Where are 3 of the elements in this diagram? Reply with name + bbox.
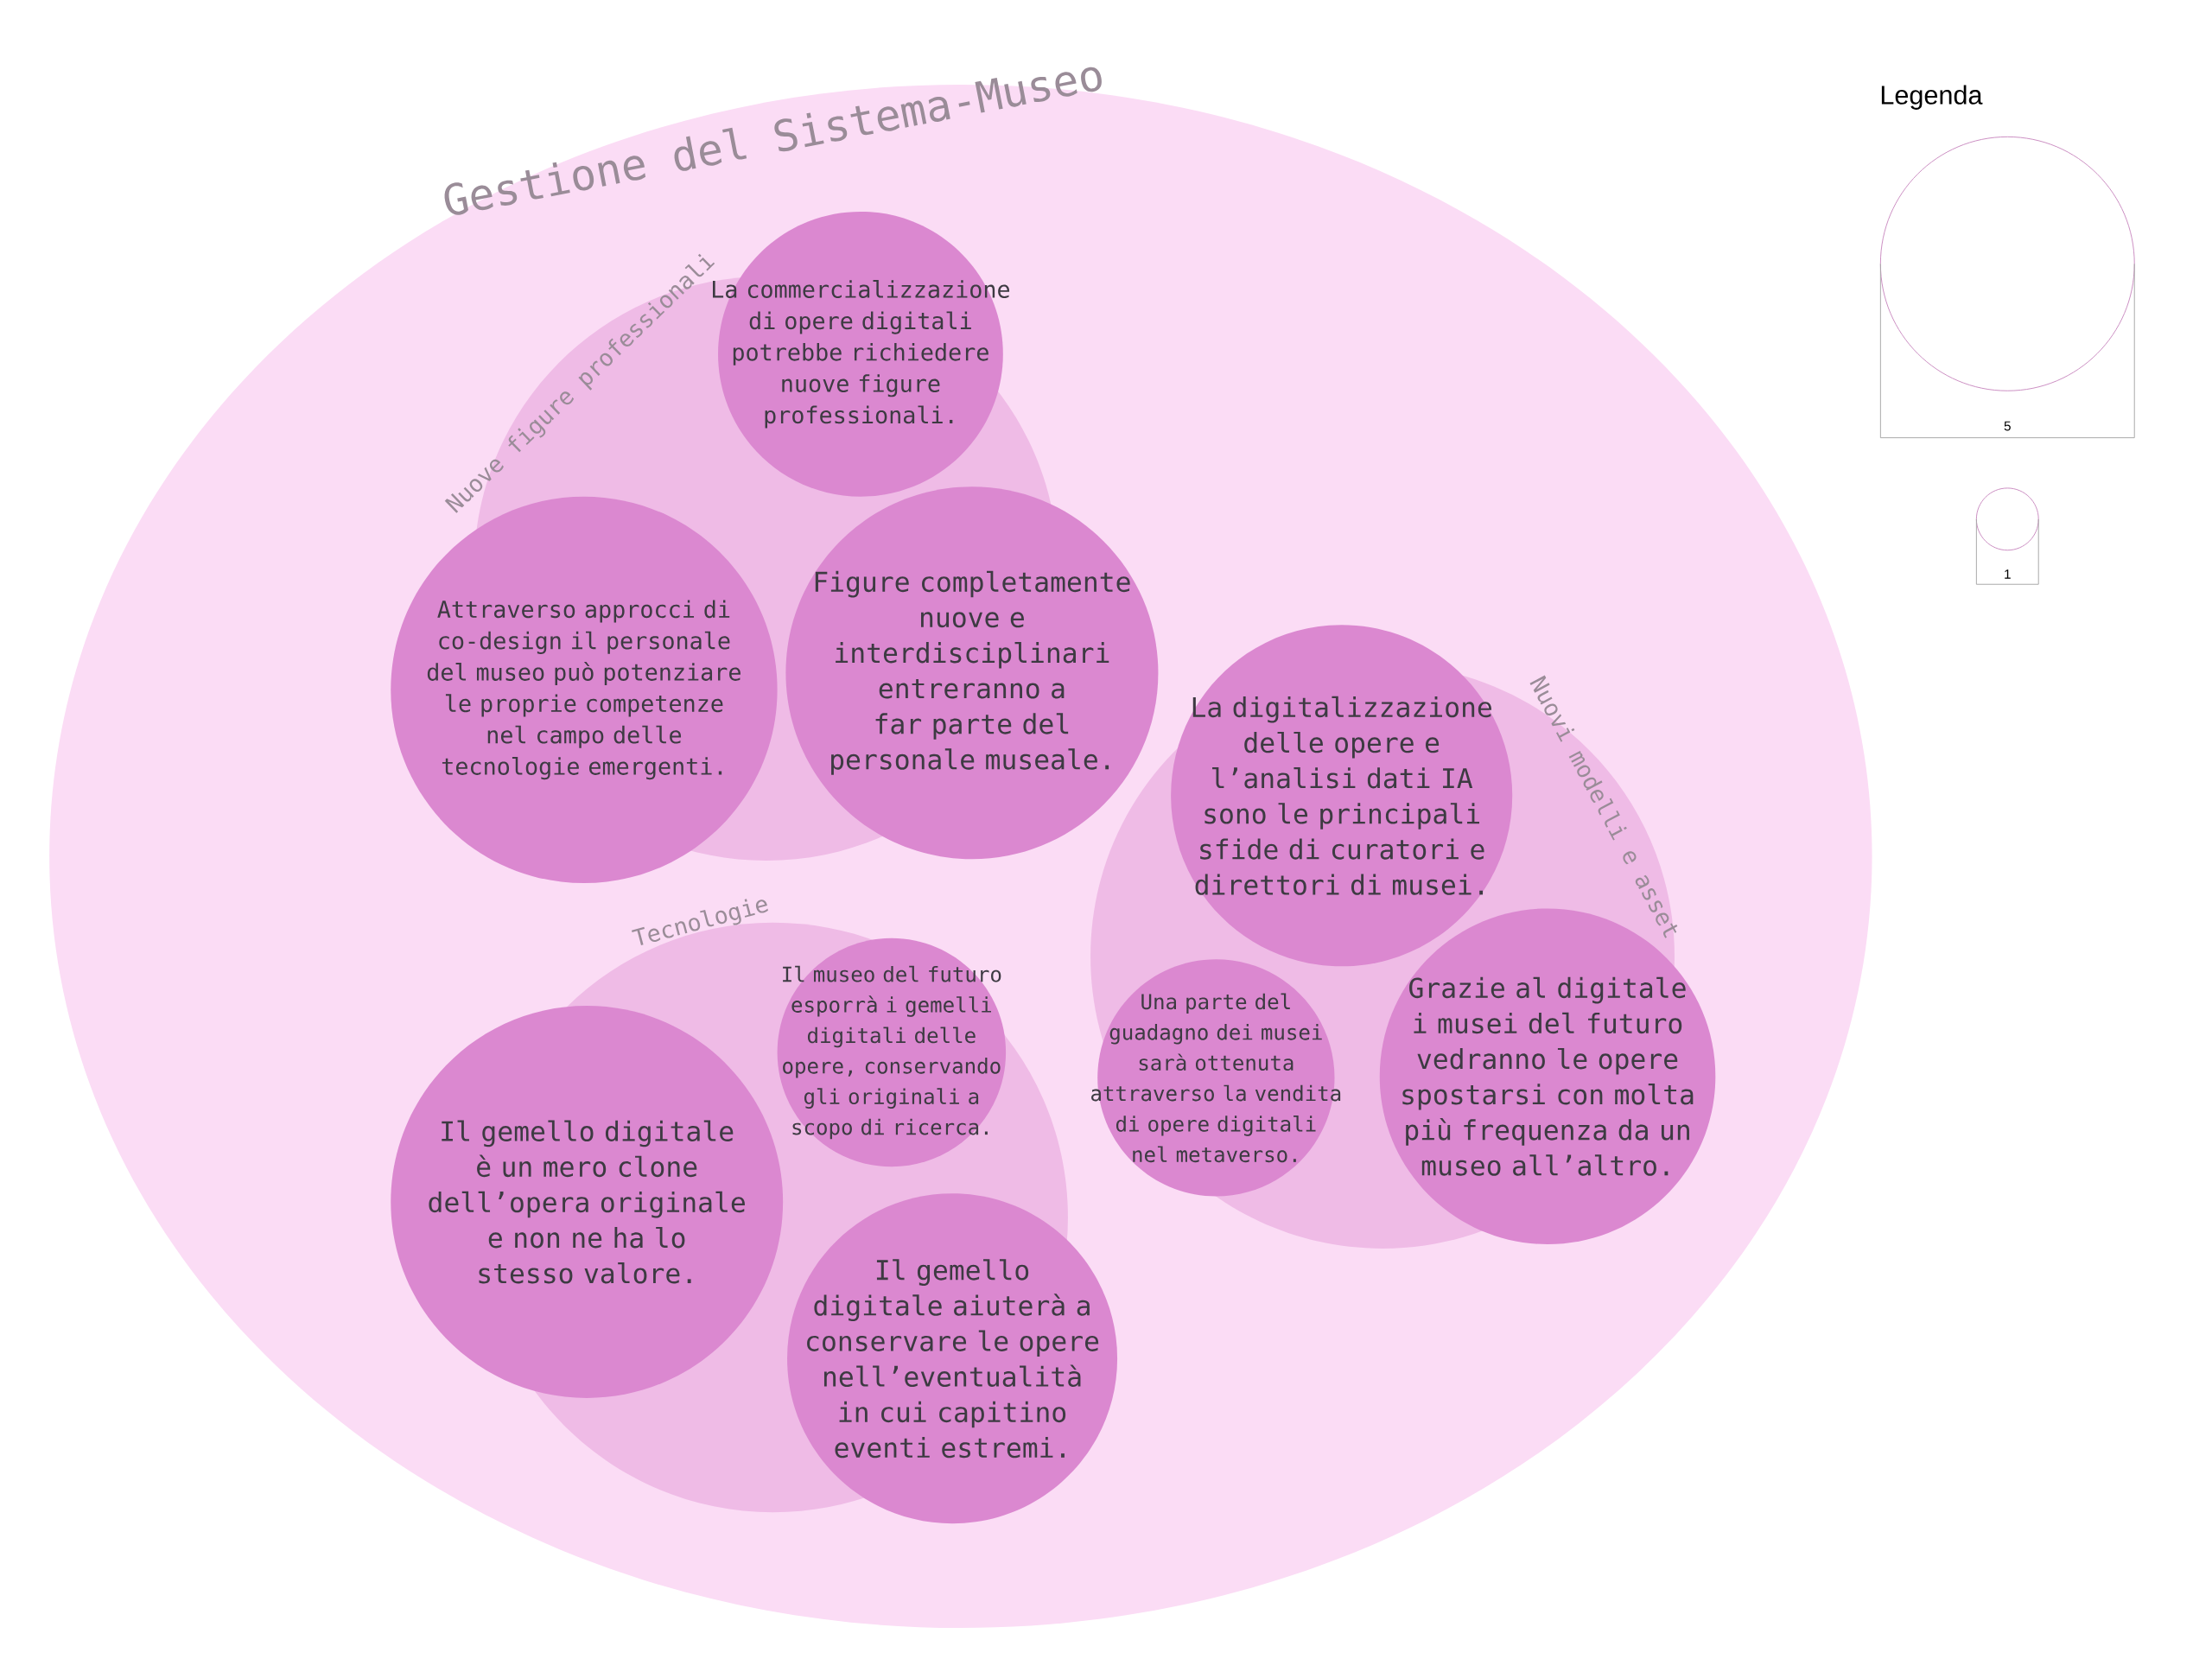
legend-title: Legenda (1881, 85, 1983, 110)
legend-size-sample: 1 (1975, 487, 2039, 585)
legend-size-sample: 5 (1879, 136, 2135, 439)
